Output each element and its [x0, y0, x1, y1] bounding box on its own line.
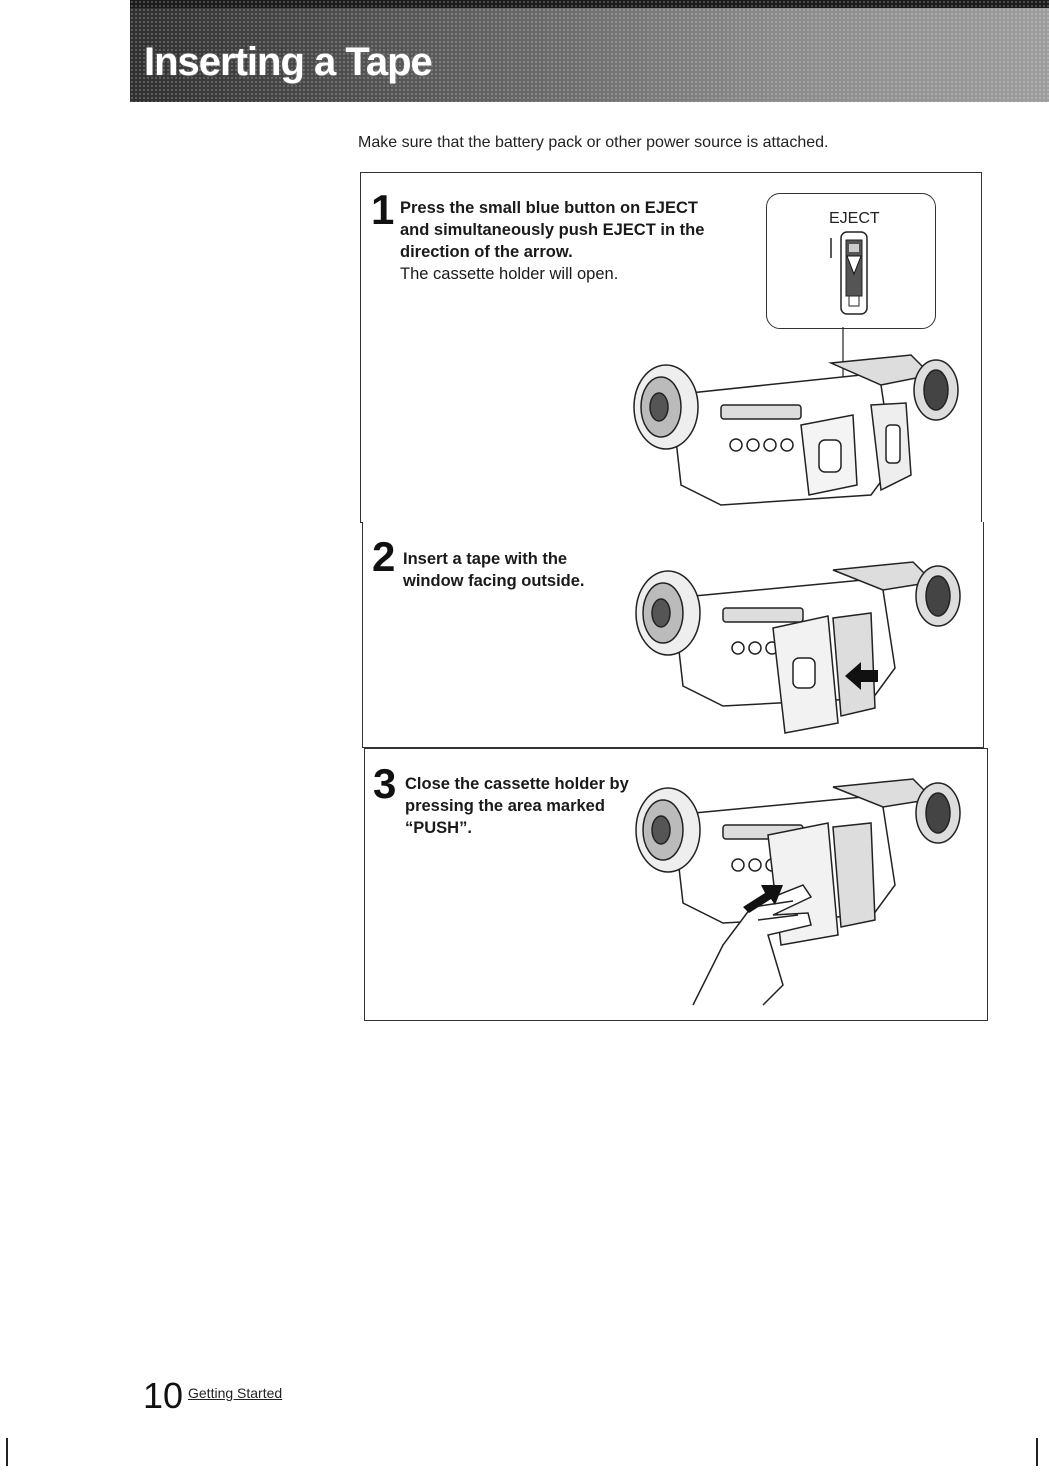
eject-callout: EJECT	[766, 193, 936, 329]
eject-label: EJECT	[829, 210, 880, 227]
intro-text: Make sure that the battery pack or other…	[358, 134, 829, 151]
camcorder-close-holder-illustration	[635, 778, 961, 1006]
step-1-instruction: Press the small blue button on EJECT and…	[400, 199, 705, 261]
step-2-panel: 2 Insert a tape with the window facing o…	[362, 522, 984, 748]
step-3-text: Close the cassette holder by pressing th…	[405, 775, 629, 837]
step-1-result: The cassette holder will open.	[400, 265, 619, 283]
left-margin-mark	[6, 1438, 8, 1466]
step-1-panel: 1 Press the small blue button on EJECT a…	[360, 172, 982, 523]
camcorder-insert-tape-illustration	[635, 561, 961, 734]
title-banner: Inserting a Tape	[130, 0, 1049, 102]
step-3-panel: 3 Close the cassette holder by pressing …	[364, 748, 988, 1021]
right-margin-mark	[1036, 1438, 1038, 1466]
step-2-text: Insert a tape with the window facing out…	[403, 550, 585, 590]
step-3-number: 3	[373, 760, 397, 807]
eject-switch-icon	[830, 231, 868, 315]
step-1-text: Press the small blue button on EJECT and…	[400, 197, 730, 285]
camcorder-illustration	[633, 354, 959, 506]
page-title: Inserting a Tape	[144, 40, 433, 84]
banner-top-rule	[130, 0, 1049, 8]
page-number: 10	[143, 1375, 184, 1416]
section-label: Getting Started	[188, 1385, 283, 1401]
step-2-number: 2	[372, 533, 396, 580]
step-1-number: 1	[371, 186, 395, 233]
